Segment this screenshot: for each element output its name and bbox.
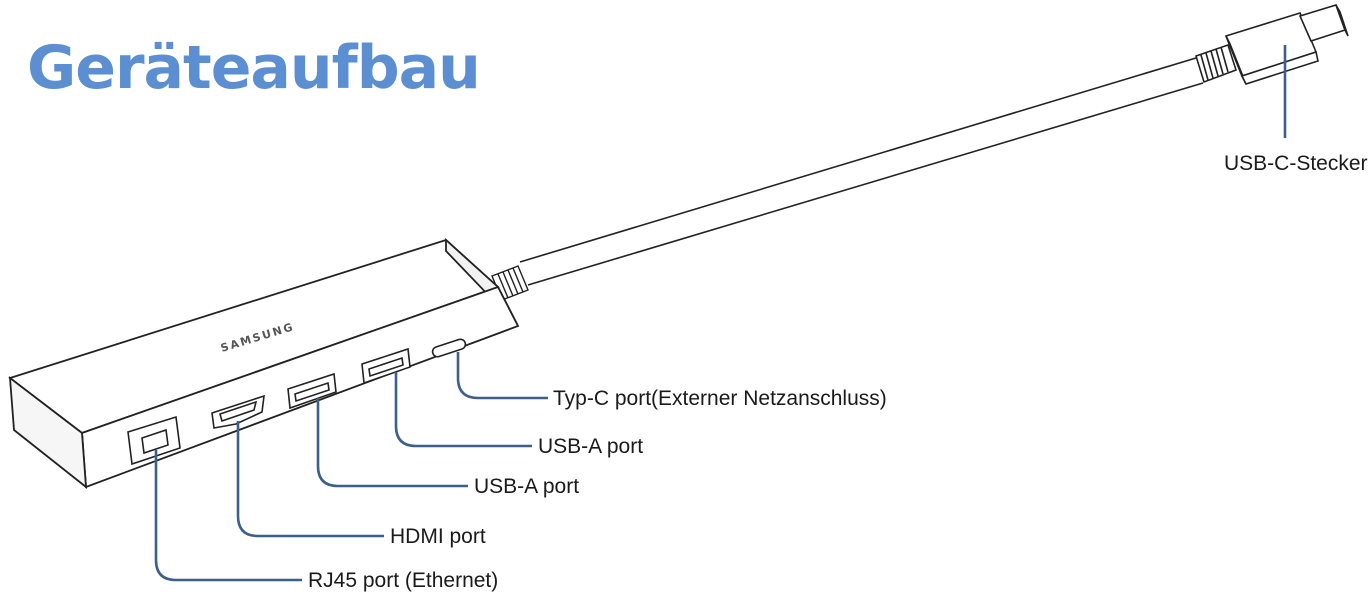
label-hdmi-port: HDMI port bbox=[390, 525, 486, 548]
page-title: Geräteaufbau bbox=[27, 33, 481, 103]
usb-c-cable bbox=[519, 57, 1204, 286]
usb-a-port-1 bbox=[287, 372, 337, 410]
type-c-port bbox=[431, 338, 467, 358]
hdmi-port bbox=[211, 394, 265, 429]
callout-lines bbox=[154, 45, 1287, 582]
label-rj45-port: RJ45 port (Ethernet) bbox=[308, 569, 498, 592]
rj45-port bbox=[127, 415, 181, 466]
callout-rj45-port bbox=[154, 450, 302, 582]
label-usb-a-port-1: USB-A port bbox=[474, 475, 579, 498]
callout-hdmi-port bbox=[236, 421, 384, 538]
callout-type-c-port bbox=[456, 352, 548, 400]
usb-a-port-2 bbox=[361, 347, 411, 385]
label-usb-a-port-2: USB-A port bbox=[538, 435, 643, 458]
hub-body bbox=[8, 237, 520, 489]
usb-c-plug bbox=[1195, 4, 1349, 85]
label-type-c-port: Typ-C port(Externer Netzanschluss) bbox=[553, 387, 887, 410]
callout-usb-a-port-2 bbox=[394, 372, 532, 448]
callout-usb-a-port-1 bbox=[316, 398, 468, 488]
label-usb-c-plug: USB-C-Stecker bbox=[1224, 152, 1368, 175]
